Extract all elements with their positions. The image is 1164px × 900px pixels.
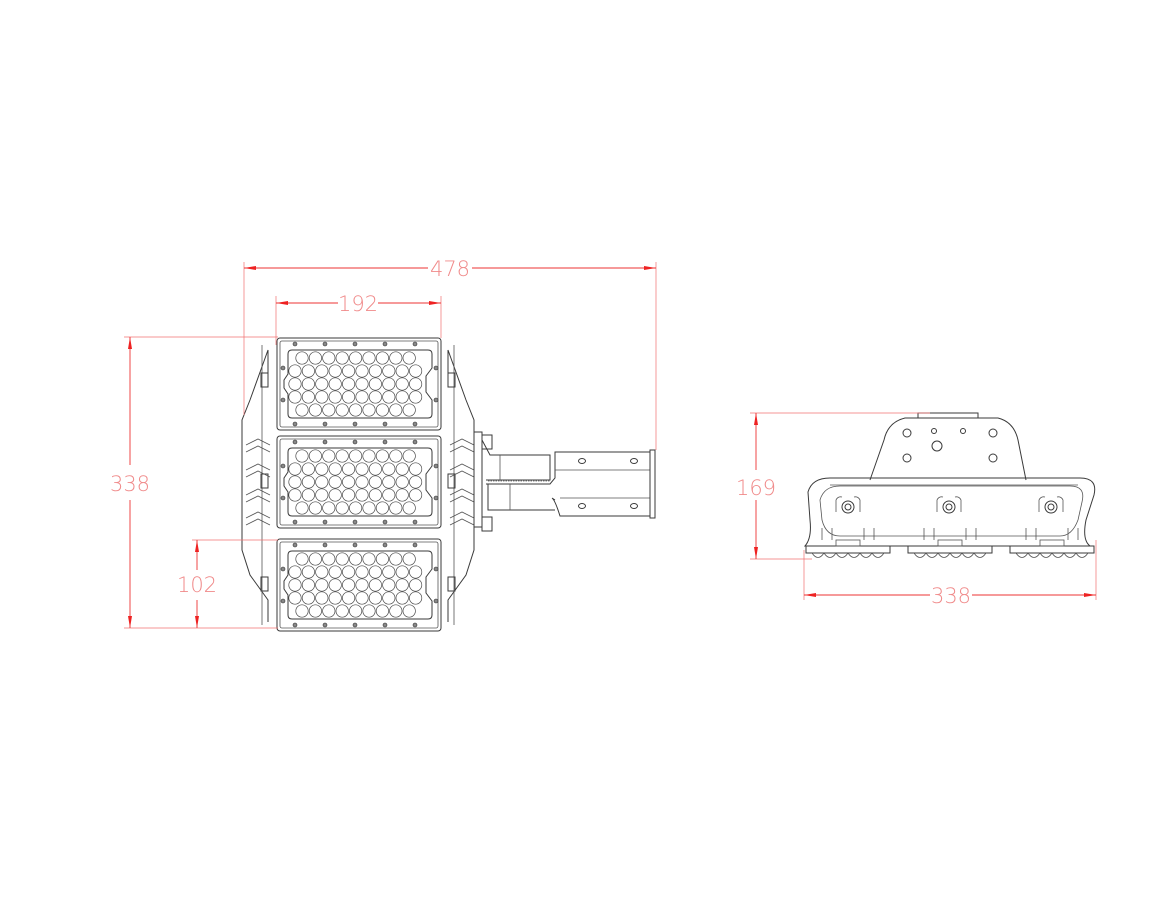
led-module [276,435,442,529]
side-pivots [835,496,1064,514]
led-module [276,538,442,632]
fins-left [245,438,271,526]
side-body [803,477,1096,547]
side-view: 169 338 [736,412,1097,608]
housing-outline [241,345,475,625]
side-led-module [907,528,993,558]
dim-label-192: 192 [338,292,378,316]
side-led-modules [805,528,1095,558]
side-led-module [805,528,891,558]
dim-module-height: 102 [177,539,278,628]
dim-side-width: 338 [803,540,1097,608]
side-led-module [1009,528,1095,558]
fins-right [449,438,475,526]
dim-side-height: 169 [736,412,930,560]
dim-module-width: 192 [275,292,442,345]
dim-overall-width: 478 [243,257,657,450]
dim-label-478: 478 [430,257,470,281]
dim-overall-height: 338 [110,336,278,629]
dim-label-338-side: 338 [931,584,971,608]
dim-label-338-front: 338 [110,472,150,496]
mounting-arm [473,431,656,532]
led-modules [276,337,442,632]
dim-label-102: 102 [177,573,217,597]
side-bracket [869,412,1027,481]
front-view: 478 192 338 102 [110,257,657,632]
led-module [276,337,442,431]
dim-label-169: 169 [736,476,776,500]
